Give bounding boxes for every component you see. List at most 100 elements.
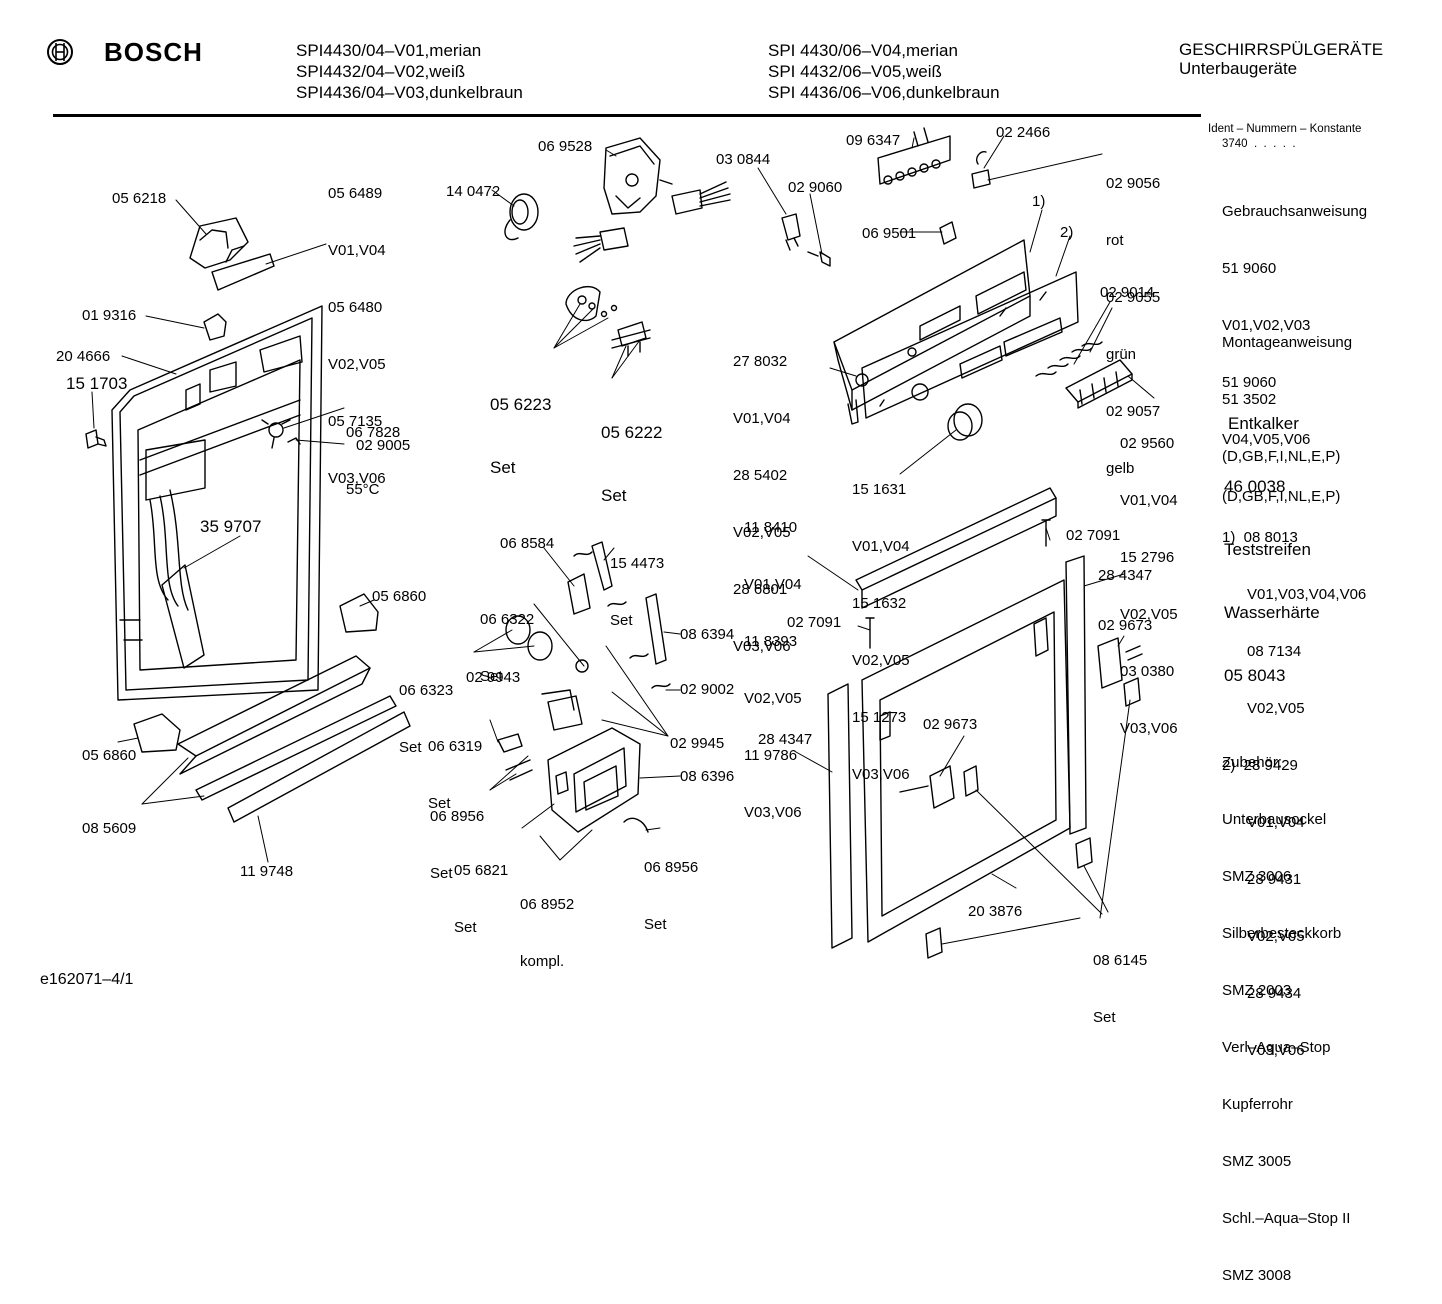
latch-plate — [547, 695, 583, 731]
switch-bar — [877, 127, 951, 185]
label-029673-right: 02 9673 — [1098, 617, 1153, 634]
label-line: 06 6323 — [399, 682, 454, 699]
sidebar-line: SMZ 2003 — [1222, 982, 1292, 999]
label-027091-left: 02 7091 — [787, 614, 842, 631]
bolt-027091-top — [1041, 519, 1051, 547]
gebrauchsanweisung-block: Gebrauchsanweisung 51 9060 V01,V02,V03 5… — [1222, 164, 1367, 525]
sidebar-line: V01,V04 — [1222, 814, 1305, 831]
latch-hook-068956 — [623, 817, 649, 833]
label-line: V02,V05 — [733, 524, 791, 541]
label-284347-left: 28 4347 — [758, 731, 813, 748]
switch-056223 — [565, 286, 618, 322]
latch-buttons — [505, 615, 589, 673]
label-029056: 02 9056 rot 02 9055 grün 02 9057 gelb — [1106, 136, 1160, 497]
sidebar-line: Gebrauchsanweisung — [1222, 203, 1368, 220]
screw-151703 — [85, 429, 107, 449]
label-086394: 08 6394 — [680, 626, 735, 643]
control-knob — [947, 403, 983, 441]
models-right: SPI 4430/06–V04,merian SPI 4432/06–V05,w… — [768, 40, 1000, 103]
label-line: Set — [601, 486, 627, 505]
label-line: V02,V05 — [852, 652, 910, 669]
label-line: 11 9786 — [744, 747, 798, 764]
model-line: SPI 4430/06–V04,merian — [768, 41, 958, 60]
bracket-086145-bottom — [925, 927, 943, 959]
latch-spring-068956 — [505, 759, 533, 781]
model-line: SPI4432/04–V02,weiß — [296, 62, 466, 81]
label-line: 05 6489 — [328, 185, 383, 202]
label-line: 03 0380 — [1120, 663, 1175, 680]
label-line: V01,V04 — [852, 538, 910, 555]
label-029060: 02 9060 — [788, 179, 843, 196]
sidebar-line: (D,GB,F,I,NL,E,P) — [1222, 488, 1341, 505]
label-069501: 06 9501 — [862, 225, 917, 242]
label-line: 11 8410 — [744, 519, 798, 536]
ident-value: 3740 . . . . . — [1222, 138, 1296, 150]
label-line: Set — [428, 795, 451, 812]
label-027091-top: 02 7091 — [1066, 527, 1121, 544]
front-panel — [861, 271, 1079, 419]
label-085609: 08 5609 — [82, 820, 137, 837]
label-line: 55°C — [346, 481, 380, 498]
exploded-view-drawing — [85, 127, 1155, 959]
label-030844: 03 0844 — [716, 151, 771, 168]
label-line: V03,V06 — [733, 638, 791, 655]
footnotes-block: 1) 08 8013 V01,V03,V04,V06 08 7134 V02,V… — [1222, 490, 1366, 1079]
button-069501 — [939, 221, 957, 245]
label-line: V02,V05 — [744, 690, 802, 707]
label-line: grün — [1106, 346, 1137, 363]
label-line: 28 5402 — [733, 467, 788, 484]
label-019316: 01 9316 — [82, 307, 137, 324]
model-line: SPI4430/04–V01,merian — [296, 41, 482, 60]
label-line: Set — [480, 668, 503, 685]
label-line: V03,V06 — [852, 766, 910, 783]
corner-block-bottom — [133, 713, 181, 753]
connector-030844 — [781, 213, 801, 251]
bracket-086145-right — [1075, 837, 1093, 869]
switch-056222 — [611, 321, 651, 357]
latch-lever — [645, 593, 667, 665]
label-line: 06 6319 — [428, 738, 483, 755]
latch-hook — [567, 573, 591, 615]
sidebar-line: Schl.–Aqua–Stop II — [1222, 1210, 1351, 1227]
label-151703: 15 1703 — [66, 374, 128, 393]
label-line: 06 8956 — [430, 808, 485, 825]
label-056222: 05 6222 Set — [601, 380, 662, 527]
sidebar-line: 2) 28 9429 — [1222, 757, 1298, 774]
thermostat — [261, 419, 301, 449]
label-line: 02 9057 — [1106, 403, 1161, 420]
label-line: kompl. — [520, 953, 565, 970]
category-block: GESCHIRRSPÜLGERÄTE Unterbaugeräte — [1179, 40, 1383, 78]
label-203876: 20 3876 — [968, 903, 1023, 920]
label-068952: 06 8952 kompl. — [520, 857, 574, 990]
label-line: rot — [1106, 232, 1124, 249]
leader-lines — [91, 135, 1155, 945]
label-086396: 08 6396 — [680, 768, 735, 785]
sidebar-line: Kupferrohr — [1222, 1096, 1293, 1113]
label-359707: 35 9707 — [200, 517, 262, 536]
label-056860-bottom: 05 6860 — [82, 747, 137, 764]
label-056223: 05 6223 Set — [490, 352, 551, 499]
label-line: V03,V06 — [1120, 720, 1178, 737]
label-line: 15 1632 — [852, 595, 907, 612]
label-151631: 15 1631 V01,V04 15 1632 V02,V05 15 1273 … — [852, 442, 910, 803]
label-068584: 06 8584 — [500, 535, 555, 552]
label-line: 05 6223 — [490, 395, 552, 414]
side-strip-right — [1065, 555, 1087, 835]
label-line: 15 2796 — [1120, 549, 1175, 566]
model-line: SPI4436/04–V03,dunkelbraun — [296, 83, 523, 102]
label-line: 06 7828 — [346, 424, 401, 441]
label-line: Set — [490, 458, 516, 477]
sidebar-line: 1) 08 8013 — [1222, 529, 1298, 546]
sidebar-line: Silberbesteckkorb — [1222, 925, 1342, 942]
sidebar-line: Unterbausockel — [1222, 811, 1327, 828]
label-line: V01,V04 — [328, 242, 386, 259]
sidebar-line: 28 9434 — [1222, 985, 1302, 1002]
side-strip-left — [827, 683, 853, 949]
decor-strip — [227, 711, 411, 823]
label-056218: 05 6218 — [112, 190, 167, 207]
sidebar-line: V04,V05,V06 — [1222, 431, 1311, 448]
label-278032: 27 8032 V01,V04 28 5402 V02,V05 28 6801 … — [733, 314, 791, 675]
sidebar-line: Entkalker — [1228, 414, 1299, 433]
latch-roller — [497, 733, 523, 753]
label-line: Set — [1093, 1009, 1116, 1026]
